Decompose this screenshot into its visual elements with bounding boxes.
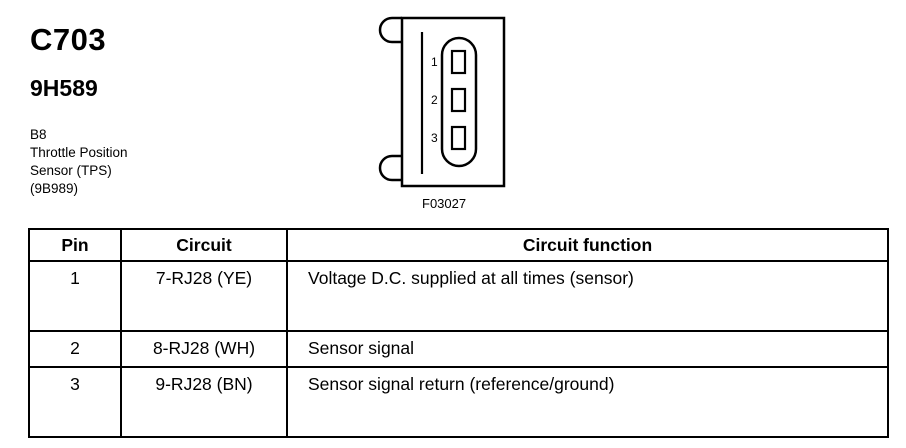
table-row: 2 8-RJ28 (WH) Sensor signal [28,330,889,368]
pin-cell: 3 [28,366,122,438]
pin-cell: 2 [28,330,122,368]
pin-cavity-2 [450,87,467,113]
figure-code: F03027 [422,196,467,211]
connector-bottom-latch [378,154,402,182]
circuit-cell: 8-RJ28 (WH) [120,330,288,368]
header-pin: Pin [28,228,122,262]
table-row: 1 7-RJ28 (YE) Voltage D.C. supplied at a… [28,260,889,332]
pin-cell: 1 [28,260,122,332]
pin-cavity-3 [450,125,467,151]
part-number: 9H589 [30,75,98,101]
description-line-2: Throttle Position [30,145,128,160]
circuit-cell: 9-RJ28 (BN) [120,366,288,438]
pin-label-1: 1 [431,55,438,69]
description-line-3: Sensor (TPS) [30,163,112,178]
pin-label-3: 3 [431,131,438,145]
connector-body [400,16,506,188]
circuit-function-cell: Voltage D.C. supplied at all times (sens… [286,260,889,332]
pin-cavity-1 [450,49,467,75]
pin-label-2: 2 [431,93,438,107]
description-line-1: B8 [30,127,47,142]
table-row: 3 9-RJ28 (BN) Sensor signal return (refe… [28,366,889,438]
table-header-row: Pin Circuit Circuit function [28,228,889,262]
terminal-housing [440,36,478,168]
circuit-function-cell: Sensor signal return (reference/ground) [286,366,889,438]
header-circuit: Circuit [120,228,288,262]
component-description: B8 Throttle Position Sensor (TPS) (9B989… [30,126,128,198]
description-line-4: (9B989) [30,181,79,196]
header-circuit-function: Circuit function [286,228,889,262]
connector-id: C703 [30,22,107,57]
circuit-cell: 7-RJ28 (YE) [120,260,288,332]
connector-top-latch [378,16,402,44]
circuit-function-cell: Sensor signal [286,330,889,368]
connector-face-diagram: 1 2 3 [378,16,506,188]
pinout-table: Pin Circuit Circuit function 1 7-RJ28 (Y… [28,228,889,438]
